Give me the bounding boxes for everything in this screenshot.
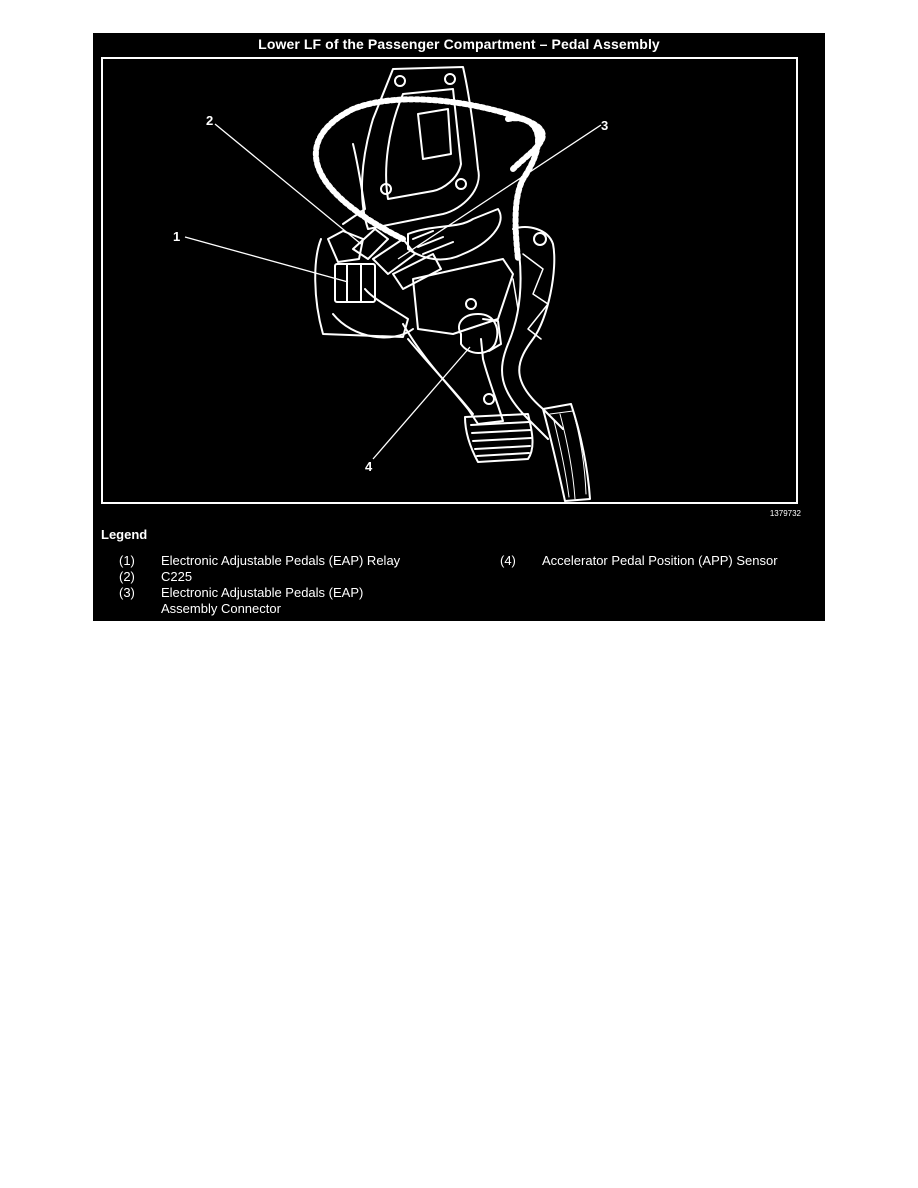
callout-3: 3 bbox=[601, 118, 608, 133]
legend-column-right: (4) Accelerator Pedal Position (APP) Sen… bbox=[500, 553, 778, 569]
figure-id: 1379732 bbox=[769, 509, 801, 518]
callout-2: 2 bbox=[206, 113, 213, 128]
legend-item-1: (1) Electronic Adjustable Pedals (EAP) R… bbox=[119, 553, 400, 569]
legend-item-4: (4) Accelerator Pedal Position (APP) Sen… bbox=[500, 553, 778, 569]
legend-number: (4) bbox=[500, 553, 516, 568]
pedal-assembly-illustration: 1 2 3 4 bbox=[173, 66, 608, 502]
callout-1: 1 bbox=[173, 229, 180, 244]
figure-title: Lower LF of the Passenger Compartment – … bbox=[258, 36, 660, 52]
legend-number: (1) bbox=[119, 553, 135, 568]
legend-text: Electronic Adjustable Pedals (EAP) Relay bbox=[161, 553, 401, 568]
legend-heading: Legend bbox=[101, 527, 148, 542]
legend-item-3: (3) Electronic Adjustable Pedals (EAP) A… bbox=[119, 585, 400, 617]
figure-panel: Lower LF of the Passenger Compartment – … bbox=[93, 33, 825, 621]
illustration-frame: 1 2 3 4 bbox=[101, 57, 798, 504]
legend-number: (2) bbox=[119, 569, 135, 584]
legend-text: Accelerator Pedal Position (APP) Sensor bbox=[542, 553, 778, 568]
legend-text: C225 bbox=[161, 569, 193, 584]
legend-column-left: (1) Electronic Adjustable Pedals (EAP) R… bbox=[119, 553, 400, 617]
callout-4: 4 bbox=[365, 459, 373, 474]
legend-text: Electronic Adjustable Pedals (EAP) Assem… bbox=[161, 585, 364, 616]
legend-item-2: (2) C225 bbox=[119, 569, 400, 585]
legend-number: (3) bbox=[119, 585, 135, 600]
